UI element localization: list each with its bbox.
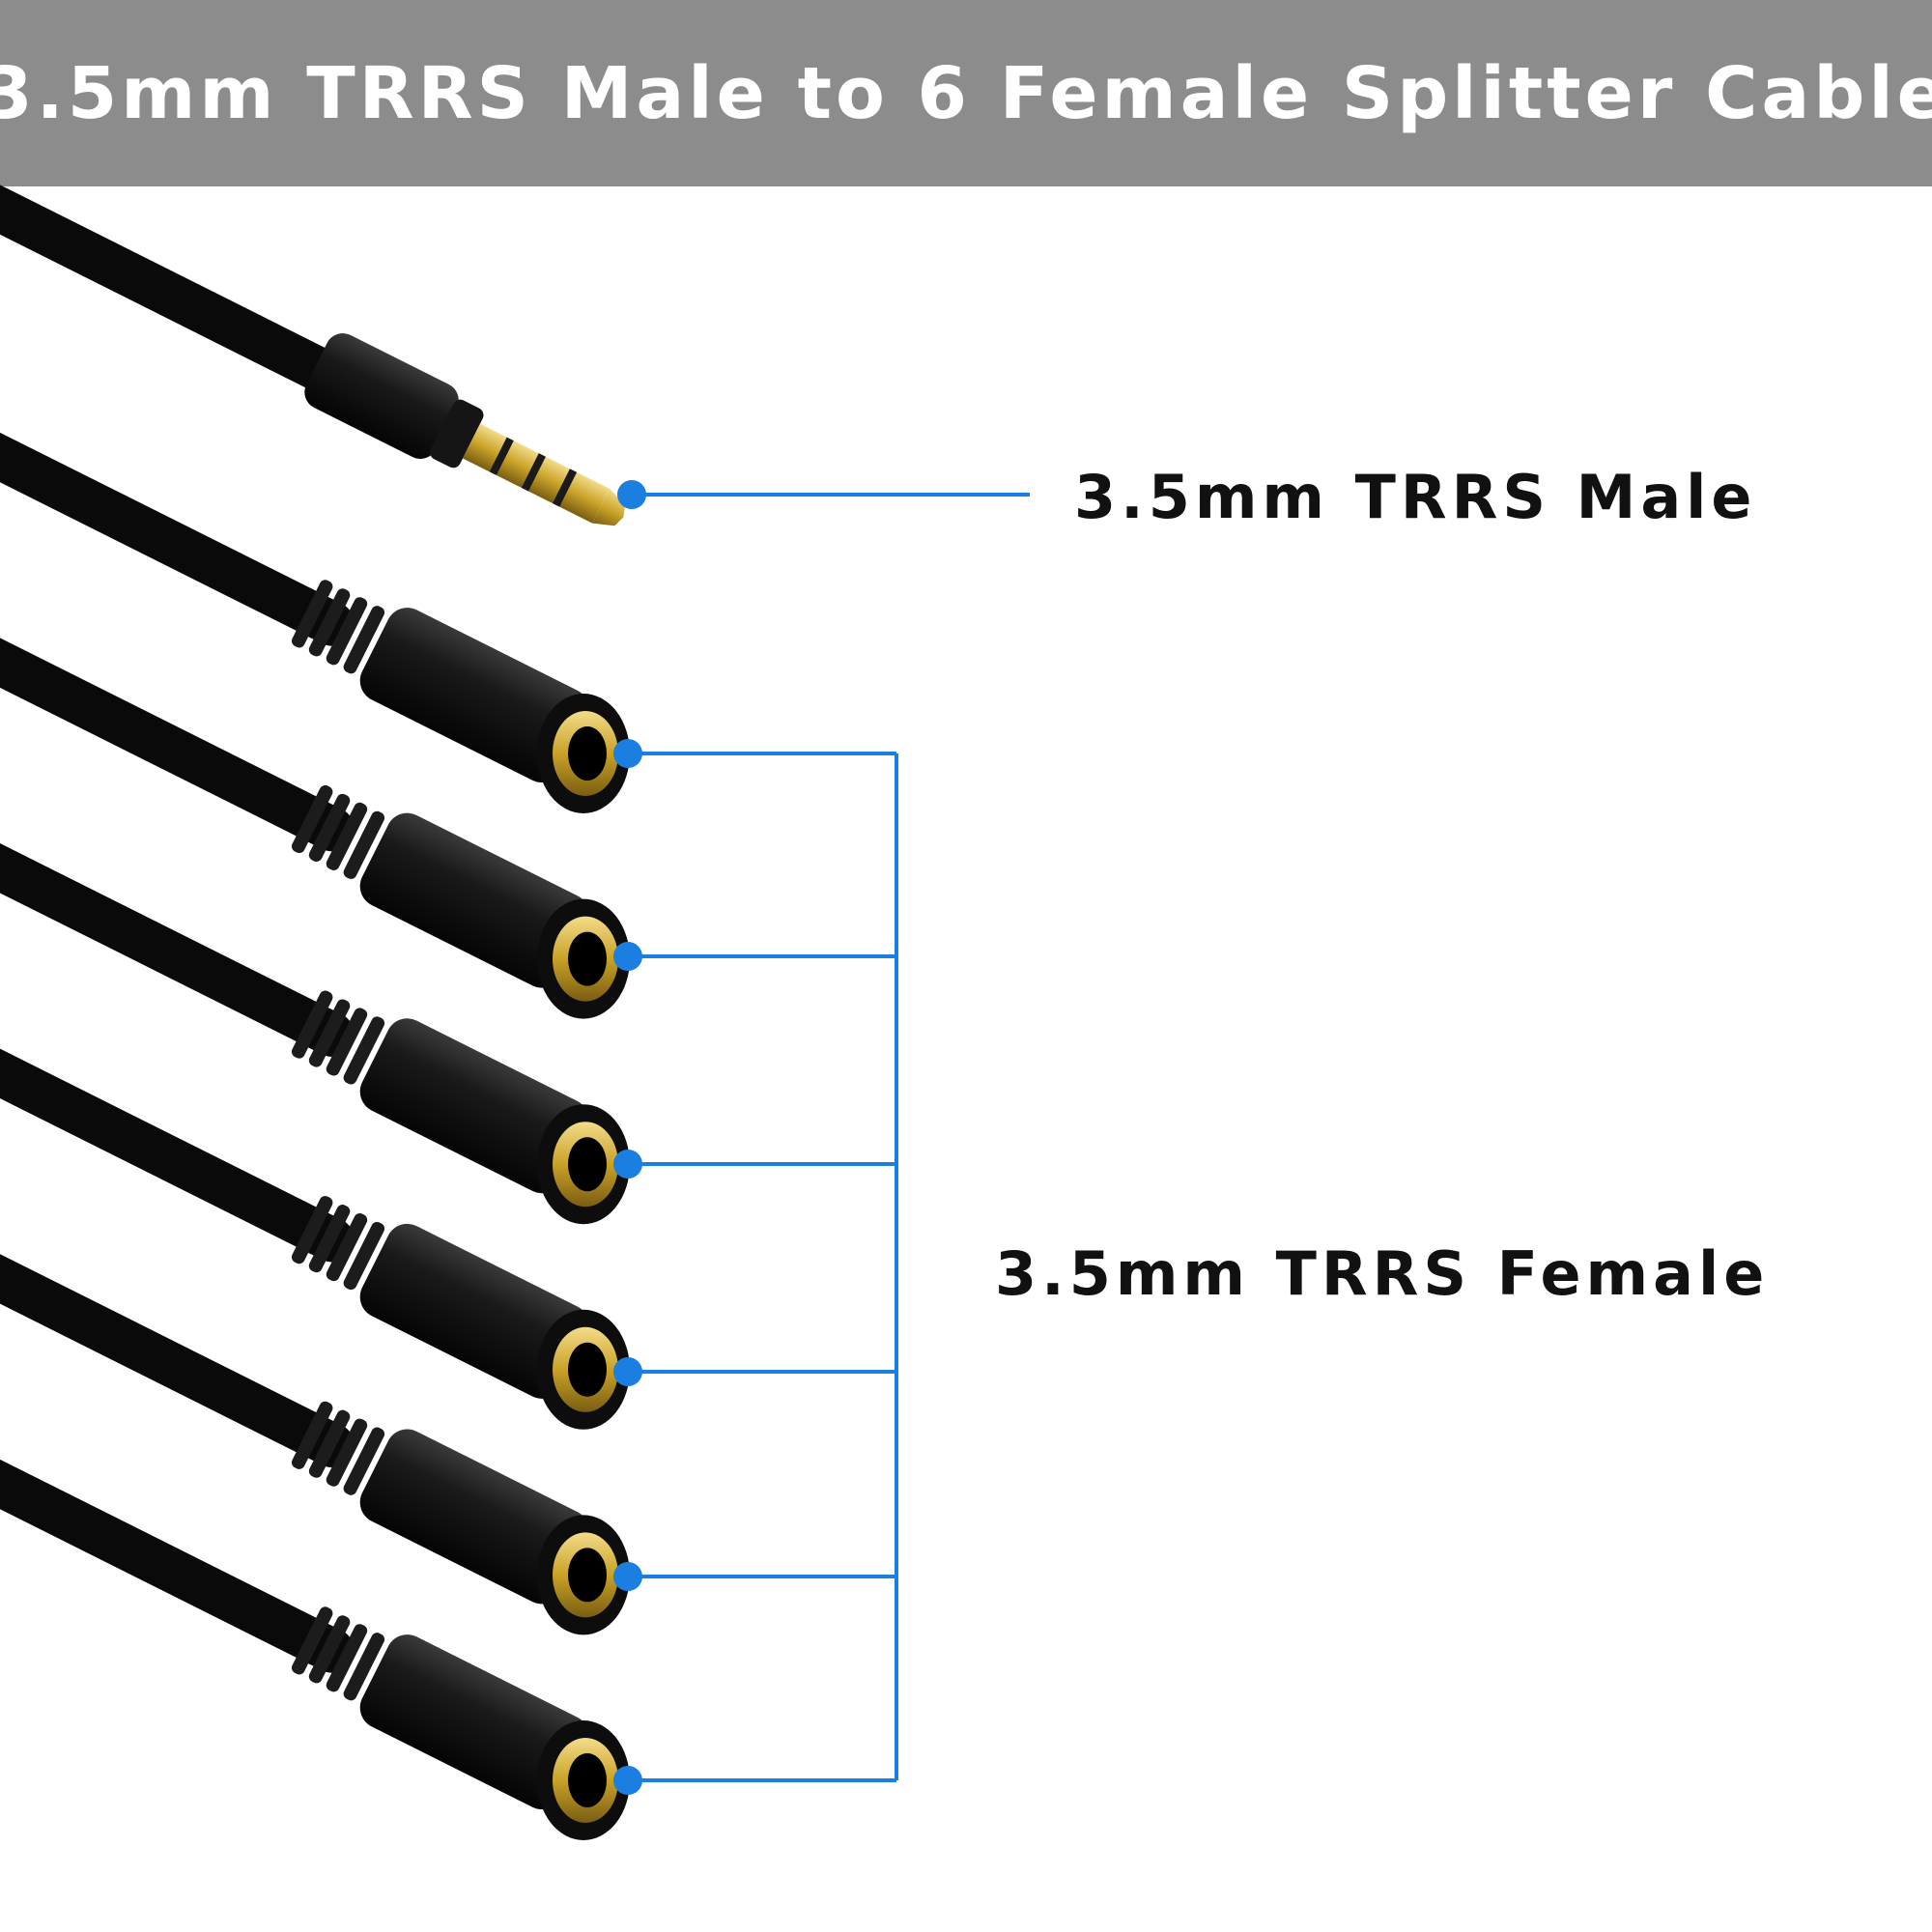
female-callout-dot [613, 1150, 642, 1179]
female-connector [0, 638, 630, 1019]
callout-lines [628, 493, 1030, 1782]
callout-dots [613, 480, 646, 1795]
female-callout-dot [613, 1357, 642, 1386]
male-label: 3.5mm TRRS Male [1074, 462, 1757, 532]
female-connector [0, 1048, 630, 1430]
female-callout-dot [613, 739, 642, 768]
female-connector [0, 432, 630, 813]
header-bar: 3.5mm TRRS Male to 6 Female Splitter Cab… [0, 0, 1932, 186]
cable [0, 432, 355, 646]
female-callout-dot [613, 1562, 642, 1591]
page-title: 3.5mm TRRS Male to 6 Female Splitter Cab… [0, 51, 1932, 135]
cable [0, 638, 355, 852]
female-callout-dot [613, 1766, 642, 1795]
cable [0, 1254, 355, 1468]
cable [0, 1048, 355, 1263]
female-connector [0, 843, 630, 1225]
female-label: 3.5mm TRRS Female [995, 1238, 1770, 1309]
female-connector [0, 1459, 630, 1840]
female-callout-dot [613, 942, 642, 971]
male-connector [0, 185, 626, 526]
male-callout-dot [617, 480, 646, 509]
cable [0, 843, 355, 1057]
cable [0, 1459, 355, 1673]
female-connectors [0, 432, 630, 1840]
female-connector [0, 1254, 630, 1635]
